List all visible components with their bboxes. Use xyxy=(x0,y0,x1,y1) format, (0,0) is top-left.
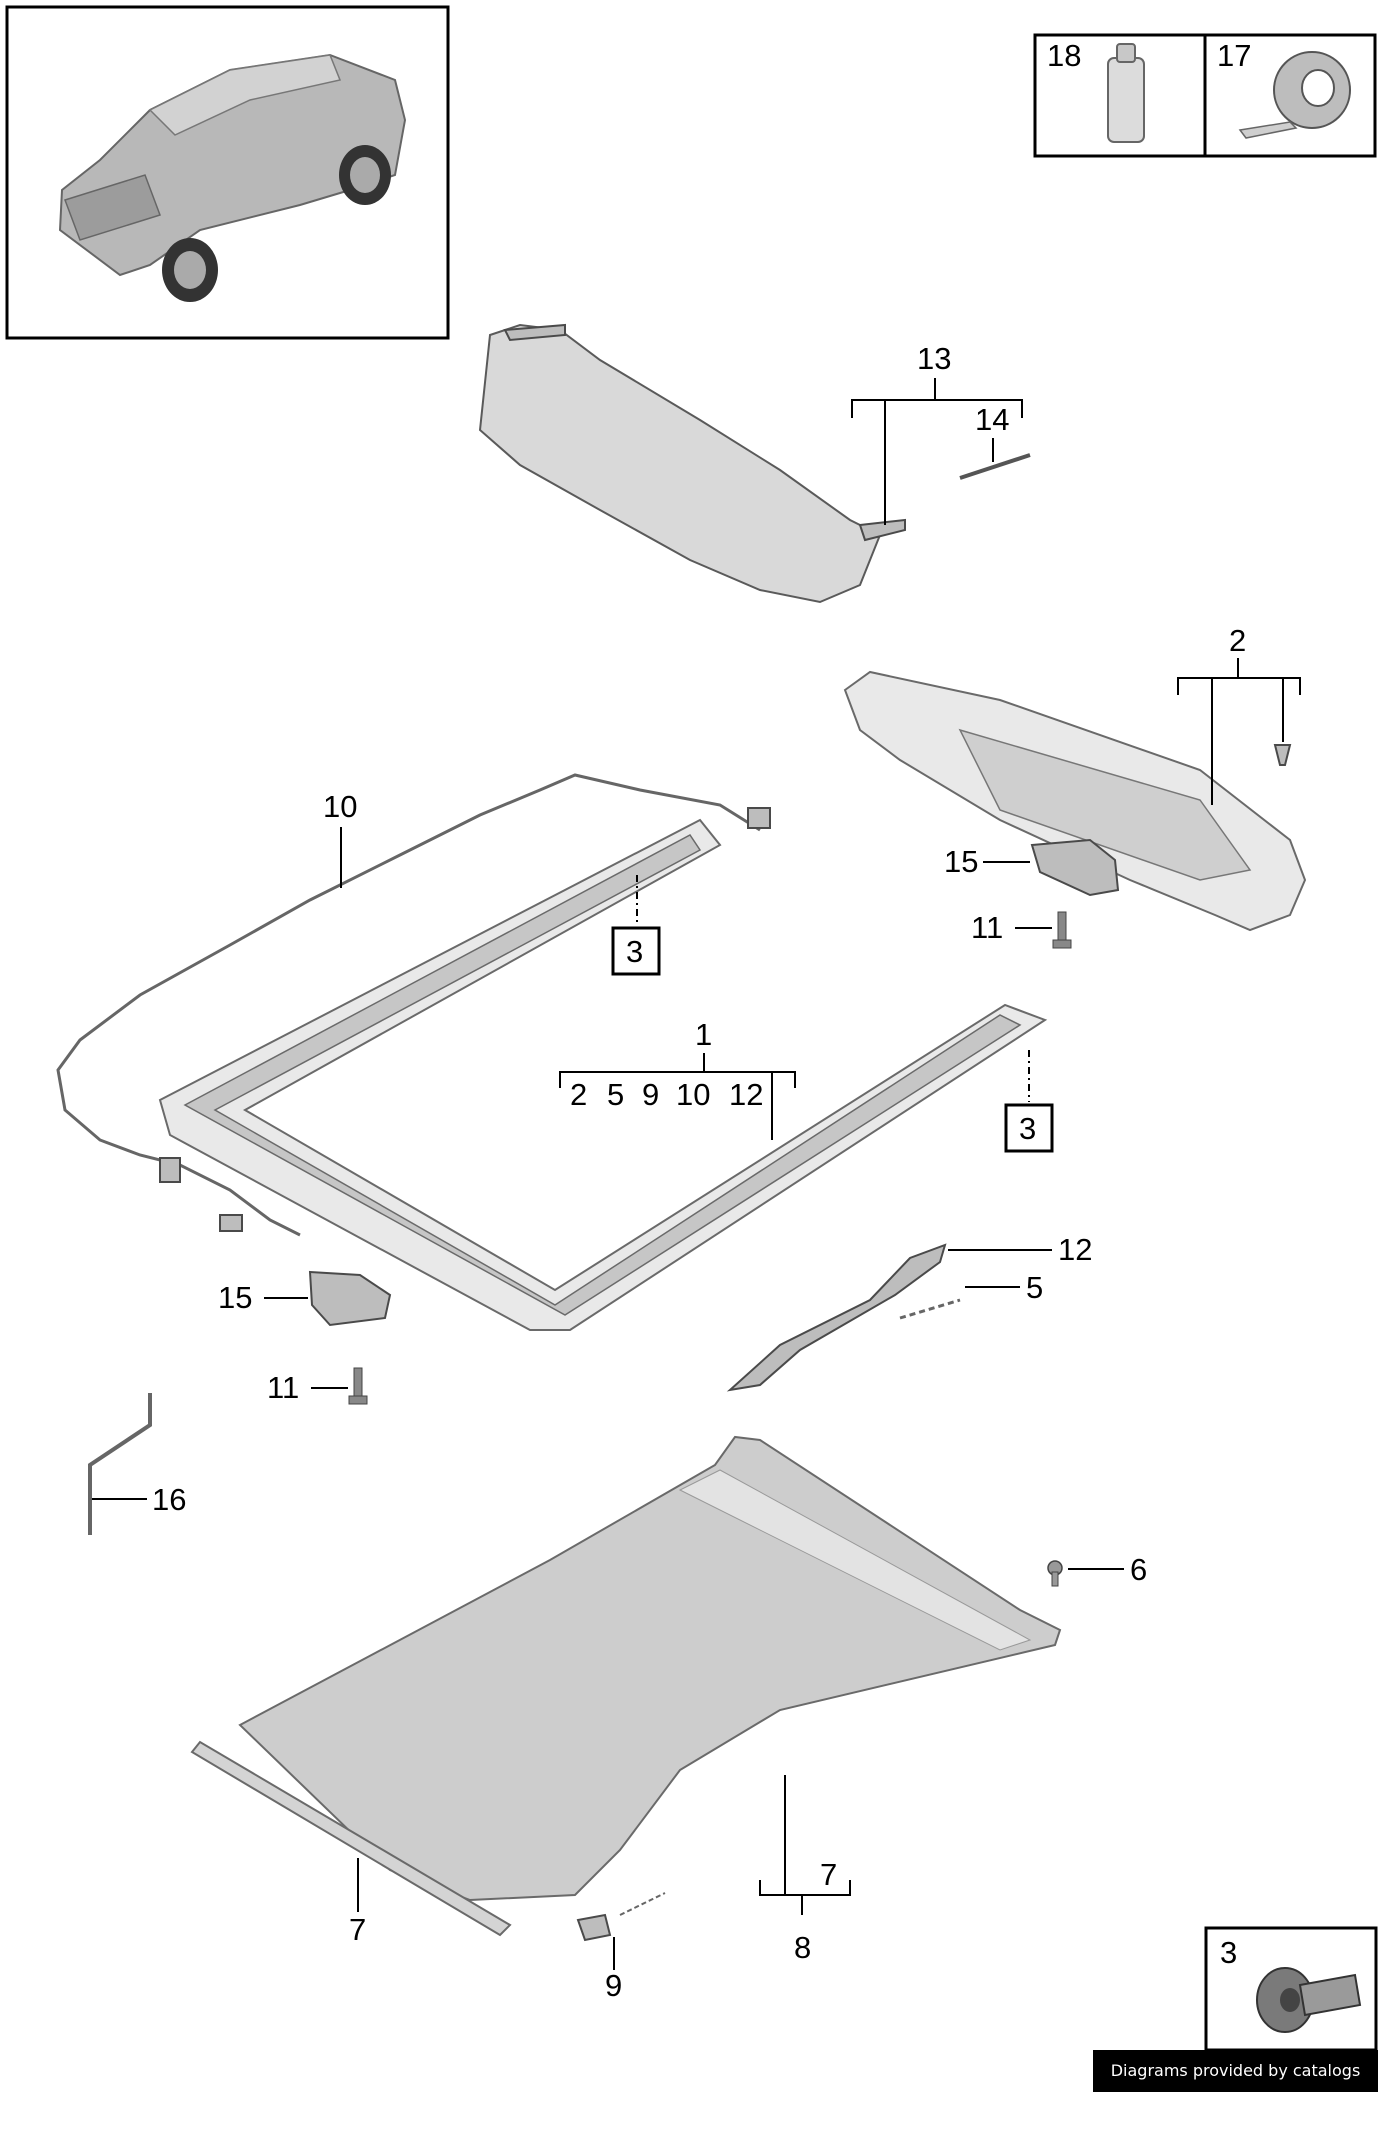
callout-1-sub-9: 9 xyxy=(642,1077,659,1112)
callout-11-right: 11 xyxy=(971,910,1003,945)
part-motor-left xyxy=(308,1270,392,1327)
callout-1: 1 xyxy=(695,1017,712,1052)
callout-3-lower: 3 xyxy=(1019,1111,1036,1146)
part-main-frame xyxy=(158,818,1048,1331)
callout-8: 8 xyxy=(794,1930,811,1965)
callout-10-group: 10 xyxy=(323,789,357,888)
callout-15-right: 15 xyxy=(944,844,978,879)
part-clip-9 xyxy=(576,1892,666,1942)
part-bolt-right xyxy=(1052,911,1072,949)
inset-3: 3 xyxy=(1204,1926,1378,2052)
callout-14: 14 xyxy=(975,402,1009,437)
callout-3-lower-group: 3 xyxy=(1004,1050,1054,1153)
callout-2-group: 2 xyxy=(1177,623,1301,805)
callout-17: 17 xyxy=(1217,38,1251,73)
callout-13: 13 xyxy=(917,341,951,376)
callout-1-group: 1 2 5 9 10 12 xyxy=(559,1017,796,1140)
part-drive-cable xyxy=(726,1243,961,1392)
part-motor-right xyxy=(1030,838,1120,897)
part-rear-frame xyxy=(843,670,1307,932)
part-bolt-left xyxy=(348,1367,368,1405)
part-rod xyxy=(88,1393,152,1535)
callout-13-group: 13 14 xyxy=(851,341,1023,525)
callout-3-inset: 3 xyxy=(1220,1935,1237,1970)
callout-8-group: 7 8 xyxy=(759,1775,851,1965)
callout-18: 18 xyxy=(1047,38,1081,73)
callout-6: 6 xyxy=(1130,1552,1147,1587)
callout-10: 10 xyxy=(323,789,357,824)
callout-2: 2 xyxy=(1229,623,1246,658)
part-seal-strip xyxy=(190,1740,512,1937)
callout-16: 16 xyxy=(152,1482,186,1517)
sealant-tube-icon xyxy=(1107,43,1145,143)
callout-1-sub-2: 2 xyxy=(570,1077,587,1112)
screw-icon xyxy=(1256,1967,1362,2033)
callout-1-sub-10: 10 xyxy=(676,1077,710,1112)
callout-7-right: 7 xyxy=(820,1857,837,1892)
part-screw-6 xyxy=(1047,1560,1063,1587)
part-cable-harness xyxy=(56,773,771,1237)
callout-3-upper-group: 3 xyxy=(611,875,661,976)
diagram-credit: Diagrams provided by catalogs parts xyxy=(1093,2050,1378,2122)
callout-3-upper: 3 xyxy=(626,934,643,969)
inset-18-17: 18 17 xyxy=(1033,33,1377,158)
callout-1-sub-12: 12 xyxy=(729,1077,763,1112)
callout-9: 9 xyxy=(605,1968,622,2003)
callout-1-sub-5: 5 xyxy=(607,1077,624,1112)
part-wind-deflector xyxy=(478,323,1031,604)
callout-12: 12 xyxy=(1058,1232,1092,1267)
callout-7-left: 7 xyxy=(349,1912,366,1947)
callout-15-left: 15 xyxy=(218,1280,252,1315)
part-glass-panel xyxy=(238,1435,1062,1902)
callout-5: 5 xyxy=(1026,1270,1043,1305)
vehicle-thumbnail xyxy=(5,5,450,340)
tape-roll-icon xyxy=(1238,51,1351,139)
callout-11-left: 11 xyxy=(267,1370,299,1405)
